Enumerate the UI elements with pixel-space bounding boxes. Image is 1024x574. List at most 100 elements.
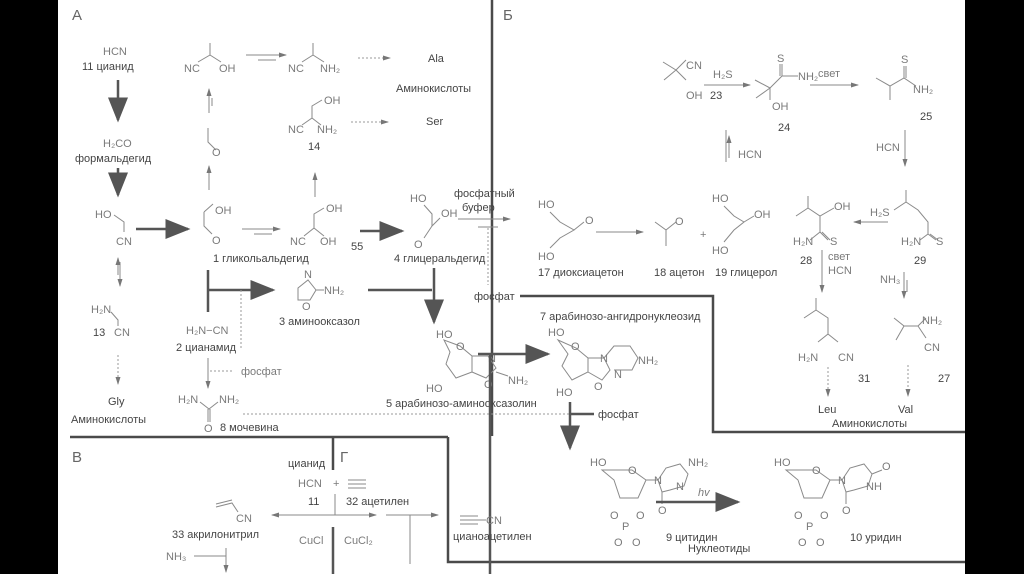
atom-o: O [610, 510, 619, 522]
atom-oh: OH [441, 208, 458, 220]
nucleotides-label: Нуклеотиды [688, 543, 750, 555]
atom-o: O [302, 301, 311, 313]
acrylonitrile-bonds [215, 499, 239, 513]
phosphate-label-middle: фосфат [474, 291, 515, 303]
aminoacids-label-right: Аминокислоты [832, 418, 907, 430]
atom-oh: OH [320, 236, 337, 248]
atom-ho: HO [426, 383, 443, 395]
compound-17-label: 17 диоксиацетон [538, 267, 624, 279]
compound-33-label: 33 акрилонитрил [172, 529, 259, 541]
bond [662, 59, 687, 81]
atom-o: O [212, 235, 221, 247]
atom-n: N [614, 369, 622, 381]
ala-label: Ala [428, 53, 445, 65]
atom-o: O [414, 239, 423, 251]
bond [875, 66, 917, 100]
compound-4-label: 4 глицеральдегид [394, 253, 486, 265]
section-label-b: Б [503, 7, 513, 24]
atom-o: O [585, 215, 594, 227]
atom-n: N [676, 481, 684, 493]
atom-oh: OH [772, 101, 789, 113]
compound-32-label: 32 ацетилен [346, 496, 409, 508]
bond [893, 317, 927, 341]
phosphate-label-right: фосфат [598, 409, 639, 421]
compound-13-label: 13 [93, 327, 105, 339]
atom-ho: HO [590, 457, 607, 469]
atom-nh2: NH₂ [324, 285, 344, 297]
bond [303, 207, 325, 237]
atom-o: O [816, 537, 825, 549]
atom-nh2: NH₂ [798, 71, 818, 83]
atom-nc: NC [288, 124, 304, 136]
hcn-formula-g: HCN [298, 478, 322, 490]
atom-o: O [632, 537, 641, 549]
bond [203, 203, 214, 235]
compound-11-label: 11 цианид [82, 61, 134, 73]
section-label-g: Г [340, 449, 348, 466]
compound-19-label: 19 глицерол [715, 267, 777, 279]
cyanoacetylene-label: цианоацетилен [453, 531, 532, 543]
compound-8-label: 8 мочевина [220, 422, 280, 434]
atom-nh2: NH₂ [638, 355, 658, 367]
atom-nh2: NH₂ [219, 394, 239, 406]
atom-o: O [628, 465, 637, 477]
ser-label: Ser [426, 116, 443, 128]
atom-n: N [600, 353, 608, 365]
acetylene-triple-bond [348, 479, 366, 489]
oxazole-ring [297, 279, 317, 301]
atom-oh: OH [324, 95, 341, 107]
atom-oh: OH [686, 90, 703, 102]
compound-7-structure: HO O N N O NH₂ HO [548, 327, 658, 399]
atom-n: N [304, 269, 312, 281]
atom-nh: NH [866, 481, 882, 493]
compound-9-label: 9 цитидин [666, 532, 717, 544]
compound-23-label: 23 [710, 90, 722, 102]
atom-o: O [820, 510, 829, 522]
cucl-label: CuCl [299, 535, 323, 547]
compound-1-label: 1 гликольальдегид [213, 253, 309, 265]
compound-29-label: 29 [914, 255, 926, 267]
atom-cn: CN [924, 342, 940, 354]
atom-nh2: NH₂ [688, 457, 708, 469]
phosphate-buffer-label-2: буфер [462, 202, 495, 214]
formaldehyde-label: формальдегид [75, 153, 152, 165]
section-label-a: А [72, 7, 82, 24]
nh3-label-v: NH₃ [166, 551, 186, 563]
atom-n: N [654, 475, 662, 487]
bond [754, 64, 798, 100]
hv-label: hv [698, 487, 711, 499]
atom-s: S [901, 54, 908, 66]
compound-7-label: 7 арабинозо-ангидронуклеозид [540, 311, 701, 323]
bond [197, 43, 222, 63]
leu-label: Leu [818, 404, 836, 416]
gly-label: Gly [108, 396, 125, 408]
furanose-ring [600, 469, 647, 499]
atom-o: O [794, 510, 803, 522]
atom-h2n: H₂N [178, 394, 198, 406]
compound-9-structure: HO O N N NH₂ O O O P O O [590, 457, 708, 549]
plus-sign-g: + [333, 478, 339, 490]
furanose-ring [784, 469, 831, 499]
pyrimidine-ring [587, 345, 639, 381]
atom-o: O [842, 505, 851, 517]
atom-ho: HO [95, 209, 112, 221]
atom-o: O [571, 341, 580, 353]
bond [301, 43, 325, 63]
atom-o: O [636, 510, 645, 522]
cyanamide-formula: H₂N−CN [186, 325, 229, 337]
atom-ho: HO [548, 327, 565, 339]
atom-cn: CN [686, 60, 702, 72]
bond [654, 221, 677, 246]
bond [199, 401, 219, 422]
atom-h2n: H₂N [793, 236, 813, 248]
atom-ho: HO [712, 193, 729, 205]
atom-cn: CN [236, 513, 252, 525]
atom-nh2: NH₂ [317, 124, 337, 136]
nh3-label: NH₃ [880, 274, 900, 286]
atom-oh: OH [326, 203, 343, 215]
atom-oh: OH [754, 209, 771, 221]
atom-cn: CN [838, 352, 854, 364]
compound-24-label: 24 [778, 122, 790, 134]
hcn-label-25: HCN [876, 142, 900, 154]
atom-o: O [675, 216, 684, 228]
